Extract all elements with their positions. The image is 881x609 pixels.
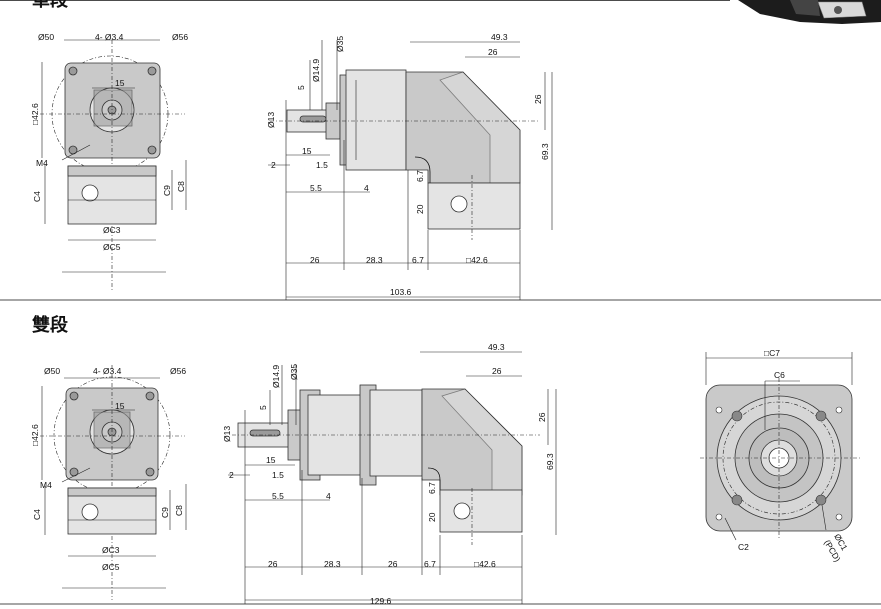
dim-c9: C9 xyxy=(162,185,172,196)
dim-c6: C6 xyxy=(774,370,785,380)
dim-d13: Ø13 xyxy=(266,112,276,128)
dim-b6-7: 6.7 xyxy=(412,255,424,265)
dim2-c8: C8 xyxy=(174,505,184,516)
dim-d35: Ø35 xyxy=(335,36,345,52)
dim-c7: □C7 xyxy=(764,348,780,358)
dim2-c5: ØC5 xyxy=(102,562,120,572)
dim-20: 20 xyxy=(415,204,425,214)
dim-d149: Ø14.9 xyxy=(311,59,321,82)
dim2-d13: Ø13 xyxy=(222,426,232,442)
single-front-view xyxy=(40,39,187,290)
dim2-15: 15 xyxy=(266,455,276,465)
dim2-d56: Ø56 xyxy=(170,366,186,376)
dim2-c3: ØC3 xyxy=(102,545,120,555)
dim2-15: 15 xyxy=(115,401,125,411)
dim2-bsq: □42.6 xyxy=(474,559,496,569)
dim-b28-3: 28.3 xyxy=(366,255,383,265)
dim2-b26b: 26 xyxy=(388,559,398,569)
dim2-b28-3: 28.3 xyxy=(324,559,341,569)
dim-6-7-v: 6.7 xyxy=(415,170,425,182)
dim-bsq: □42.6 xyxy=(466,255,488,265)
dim-26-top: 26 xyxy=(488,47,498,57)
dim-m4: M4 xyxy=(36,158,48,168)
dim-d56: Ø56 xyxy=(172,32,188,42)
dim2-6-7-v: 6.7 xyxy=(427,482,437,494)
dim2-m4: M4 xyxy=(40,480,52,490)
dim2-69-3: 69.3 xyxy=(545,453,555,470)
dim2-1-5: 1.5 xyxy=(272,470,284,480)
dim2-5: 5 xyxy=(258,405,268,410)
dim2-5-5: 5.5 xyxy=(272,491,284,501)
dim-49-3: 49.3 xyxy=(491,32,508,42)
dim-c4: C4 xyxy=(32,191,42,202)
dim2-d149: Ø14.9 xyxy=(271,365,281,388)
dim2-b26: 26 xyxy=(268,559,278,569)
single-stage-title: 單段 xyxy=(32,0,69,11)
dim-c8: C8 xyxy=(176,181,186,192)
dim2-49-3: 49.3 xyxy=(488,342,505,352)
double-front-view xyxy=(40,365,187,600)
single-side-view xyxy=(268,40,553,300)
dim-c5: ØC5 xyxy=(103,242,121,252)
dim2-b6-7: 6.7 xyxy=(424,559,436,569)
double-stage-title: 雙段 xyxy=(32,314,69,336)
product-photo xyxy=(738,0,881,24)
dim-15b: 15 xyxy=(302,146,312,156)
dim2-total: 129.6 xyxy=(370,596,392,606)
dim2-26-top: 26 xyxy=(492,366,502,376)
dim-5-5: 5.5 xyxy=(310,183,322,193)
dim2-d50: Ø50 xyxy=(44,366,60,376)
dim2-2: 2 xyxy=(229,470,234,480)
dim-69-3: 69.3 xyxy=(540,143,550,160)
dim2-c4: C4 xyxy=(32,509,42,520)
dim2-sq: □42.6 xyxy=(30,424,40,446)
dim-total: 103.6 xyxy=(390,287,412,297)
dim-2: 2 xyxy=(271,160,276,170)
dim2-c9: C9 xyxy=(160,507,170,518)
dim-26-side: 26 xyxy=(533,94,543,104)
dim-15: 15 xyxy=(115,78,125,88)
dim-d50: Ø50 xyxy=(38,32,54,42)
dim-1-5: 1.5 xyxy=(316,160,328,170)
dim2-20: 20 xyxy=(427,512,437,522)
dim2-d35: Ø35 xyxy=(289,364,299,380)
dim-holes: 4- Ø3.4 xyxy=(95,32,124,42)
double-side-view xyxy=(228,351,557,604)
dim-5: 5 xyxy=(296,85,306,90)
dim2-26-side: 26 xyxy=(537,412,547,422)
flange-view xyxy=(700,352,860,541)
dim-c2: C2 xyxy=(738,542,749,552)
dim-b26: 26 xyxy=(310,255,320,265)
dim2-holes: 4- Ø3.4 xyxy=(93,366,122,376)
dim-c3: ØC3 xyxy=(103,225,121,235)
dim2-4: 4 xyxy=(326,491,331,501)
dim-sq: □42.6 xyxy=(30,103,40,125)
motor-block xyxy=(427,182,521,230)
dim-4: 4 xyxy=(364,183,369,193)
